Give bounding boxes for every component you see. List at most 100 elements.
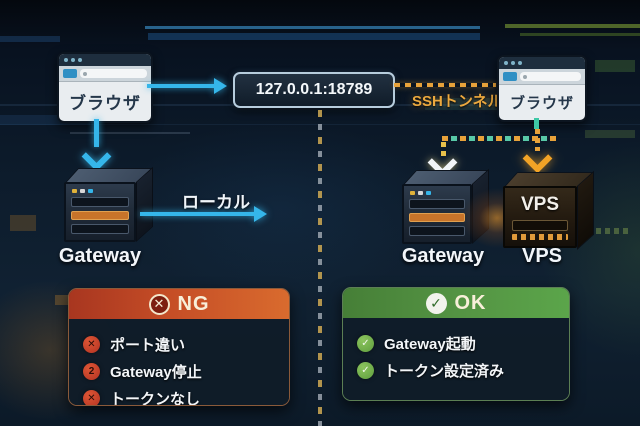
server-slot: [512, 220, 568, 231]
ng-panel-header: ✕ NG: [69, 289, 289, 319]
vps-server: VPS: [503, 170, 598, 267]
window-dot-icon: [71, 58, 75, 62]
url-bar: [80, 69, 147, 78]
site-icon: [523, 74, 527, 79]
browser-titlebar: [59, 54, 151, 66]
ng-panel-body: ✕ ポート違い 2 Gateway停止 ✕ トークンなし: [69, 319, 289, 405]
dashed-line-to-gateway: [441, 142, 446, 157]
ng-item-text: ポート違い: [110, 337, 186, 354]
server-side-face: [577, 170, 594, 250]
bg-streak: [520, 33, 640, 36]
ok-panel-body: ✓ Gateway起動 ✓ トークン設定済み: [343, 318, 569, 400]
ok-title: OK: [454, 291, 487, 314]
server-led-row: [512, 234, 568, 240]
x-badge-icon: ✕: [83, 390, 100, 405]
dashed-line-to-vps: [535, 129, 540, 151]
window-dot-icon: [64, 58, 68, 62]
bg-block: [585, 130, 635, 138]
led-icon: [426, 191, 431, 195]
gateway-server-left: [64, 166, 154, 258]
bg-streak: [148, 33, 480, 40]
bg-block: [55, 295, 69, 305]
browser-stub-line: [534, 118, 539, 129]
check-circle-icon: ✓: [425, 292, 447, 314]
ng-title: NG: [177, 292, 210, 315]
arrow-browser-to-gateway-line: [94, 119, 99, 147]
browser-window-right: ブラウザ: [497, 55, 587, 122]
ng-item-text: Gateway停止: [110, 364, 202, 381]
server-led-row: [72, 189, 129, 193]
site-icon: [83, 71, 87, 76]
led-icon: [410, 191, 415, 195]
server-slot: [71, 211, 129, 220]
address-box: 127.0.0.1:18789: [233, 72, 395, 108]
server-side-face: [136, 166, 153, 242]
x-badge-icon: ✕: [83, 336, 100, 353]
browser-label: ブラウザ: [509, 95, 574, 112]
server-slot: [409, 199, 465, 209]
x-circle-icon: ✕: [148, 293, 170, 315]
bg-streak: [505, 24, 640, 28]
led-icon: [72, 189, 77, 193]
list-item: ✕ トークンなし: [83, 388, 275, 405]
browser-back-icon: [63, 69, 77, 78]
bg-block: [595, 60, 635, 72]
server-front-face: VPS: [503, 186, 577, 248]
list-item: ✓ トークン設定済み: [357, 360, 555, 381]
browser-titlebar: [499, 57, 585, 69]
local-arrow-line: [140, 212, 256, 216]
led-icon: [88, 189, 93, 193]
arrowhead-down-icon: [522, 143, 553, 174]
bg-glow-blue: [120, 120, 440, 300]
window-dot-icon: [511, 61, 515, 65]
browser-window-left: ブラウザ: [57, 52, 153, 123]
ng-panel: ✕ NG ✕ ポート違い 2 Gateway停止 ✕ トークンなし: [68, 288, 290, 406]
server-led-row: [410, 191, 465, 195]
server-slot: [71, 224, 129, 234]
list-item: ✓ Gateway起動: [357, 333, 555, 354]
arrowhead-right-icon: [254, 206, 267, 222]
browser-toolbar: [499, 69, 585, 85]
dashed-branch-line: [442, 136, 557, 141]
server-side-face: [472, 168, 489, 244]
led-icon: [80, 189, 85, 193]
arrowhead-right-icon: [214, 78, 227, 94]
center-divider-dashed-line: [318, 110, 322, 426]
vps-label: VPS: [521, 245, 563, 267]
ok-panel: ✓ OK ✓ Gateway起動 ✓ トークン設定済み: [342, 287, 570, 401]
led-icon: [418, 191, 423, 195]
window-dot-icon: [518, 61, 522, 65]
arrowhead-down-icon: [81, 141, 112, 172]
ssh-tunnel-label: SSHトンネル: [412, 93, 503, 110]
gateway-right-label: Gateway: [401, 245, 485, 267]
window-dot-icon: [504, 61, 508, 65]
bg-block: [10, 215, 36, 231]
ok-item-text: Gateway起動: [384, 336, 476, 353]
window-dot-icon: [78, 58, 82, 62]
vps-front-label: VPS: [520, 194, 560, 215]
ok-panel-header: ✓ OK: [343, 288, 569, 318]
bg-line: [70, 132, 190, 134]
server-front-face: [64, 182, 136, 242]
number-badge-icon: 2: [83, 363, 100, 380]
bg-streak: [0, 36, 60, 42]
url-bar: [520, 72, 581, 81]
check-badge-icon: ✓: [357, 335, 374, 352]
browser-label: ブラウザ: [69, 94, 141, 113]
server-slot: [409, 226, 465, 236]
ok-item-text: トークン設定済み: [384, 363, 505, 380]
gateway-server-right: [402, 168, 492, 260]
list-item: 2 Gateway停止: [83, 361, 275, 382]
server-slot: [71, 197, 129, 207]
bg-streak: [145, 26, 480, 29]
arrow-browser-to-address: [147, 84, 215, 88]
browser-toolbar: [59, 66, 151, 82]
gateway-left-label: Gateway: [58, 245, 142, 267]
server-slot: [409, 213, 465, 222]
ssh-tunnel-dotted-line: [394, 83, 496, 87]
server-front-face: [402, 184, 472, 244]
check-badge-icon: ✓: [357, 362, 374, 379]
browser-back-icon: [503, 72, 517, 81]
list-item: ✕ ポート違い: [83, 334, 275, 355]
